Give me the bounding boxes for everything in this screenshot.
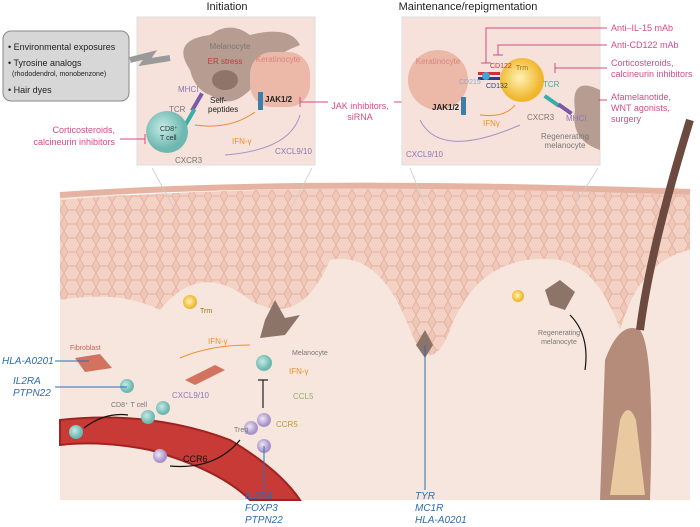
label-ccr6: CCR6 bbox=[183, 454, 208, 464]
trigger-item: • Environmental exposures bbox=[8, 42, 116, 52]
label-ifn-2: IFNγ bbox=[483, 119, 500, 128]
gene-il2ra: IL2RA bbox=[13, 376, 41, 387]
label-self-peptides: Self- bbox=[210, 96, 227, 105]
label-cxcl: CXCL9/10 bbox=[275, 147, 312, 156]
gene-melanocyte: TYR bbox=[415, 491, 435, 502]
label-mhci: MHCI bbox=[178, 85, 198, 94]
therapy-anti-il15: Anti–IL-15 mAb bbox=[611, 23, 673, 33]
therapy-corticosteroids-left: Corticosteroids, bbox=[52, 125, 115, 135]
label-treg: Treg bbox=[234, 427, 248, 434]
label-mhci-2: MHCI bbox=[566, 114, 586, 123]
label-tissue-regen-2: melanocyte bbox=[541, 339, 577, 346]
label-tissue-trm: Trm bbox=[200, 308, 212, 315]
therapy-calcineurin-left: calcineurin inhibitors bbox=[33, 137, 115, 147]
label-tissue-ifn-1: IFN-γ bbox=[208, 337, 228, 346]
label-regen-2: melanocyte bbox=[545, 141, 586, 150]
label-keratinocyte: Keratinocyte bbox=[256, 55, 301, 64]
maintenance-title: Maintenance/repigmentation bbox=[399, 1, 538, 13]
label-tcr-2: TCR bbox=[543, 80, 560, 89]
initiation-title: Initiation bbox=[207, 1, 248, 13]
maintenance-panel: Maintenance/repigmentation Keratinocyte … bbox=[399, 1, 601, 166]
label-tissue-cxcl: CXCL9/10 bbox=[172, 391, 209, 400]
trm-cell bbox=[500, 58, 544, 102]
label-ifn: IFN-γ bbox=[232, 137, 252, 146]
trigger-note: (rhododendrol, monobenzone) bbox=[12, 71, 106, 78]
melanocyte-shape bbox=[183, 27, 300, 102]
label-tissue-regen-1: Regenerating bbox=[538, 330, 580, 337]
therapy-corticosteroids-right: Corticosteroids, bbox=[611, 58, 674, 68]
gene-treg: IL2RA bbox=[245, 491, 273, 502]
trigger-item: • Tyrosine analogs bbox=[8, 58, 82, 68]
label-ccr5: CCR5 bbox=[276, 420, 298, 429]
label-trm: Trm bbox=[516, 65, 528, 72]
tissue-cells: Trm Fibroblast Melanocyte IFN-γ IFN-γ CX… bbox=[69, 280, 587, 468]
label-jak: JAK1/2 bbox=[265, 95, 293, 104]
cd8-t-cell bbox=[146, 111, 188, 153]
therapy-surgery: surgery bbox=[611, 114, 642, 124]
label-melanocyte: Melanocyte bbox=[210, 42, 251, 51]
label-cd132: CD132 bbox=[486, 83, 508, 90]
label-tissue-melanocyte: Melanocyte bbox=[292, 350, 328, 357]
label-cd8: CD8⁺ bbox=[160, 126, 178, 133]
label-tcr: TCR bbox=[169, 105, 186, 114]
gene-melanocyte: MC1R bbox=[415, 503, 443, 514]
therapy-sirna: siRNA bbox=[347, 112, 373, 122]
label-cxcr3: CXCR3 bbox=[175, 156, 203, 165]
keratinocyte-shape bbox=[250, 52, 310, 107]
label-cd215: CD215 bbox=[459, 79, 481, 86]
triggers-box: • Environmental exposures • Tyrosine ana… bbox=[2, 30, 171, 102]
label-t-cell: T cell bbox=[160, 135, 177, 142]
zoom-guides bbox=[151, 167, 599, 211]
skin-tissue bbox=[59, 118, 694, 501]
trigger-item: • Hair dyes bbox=[8, 85, 52, 95]
label-cxcr3-2: CXCR3 bbox=[527, 113, 555, 122]
label-jak-2: JAK1/2 bbox=[432, 103, 460, 112]
gene-hla: HLA-A0201 bbox=[2, 356, 54, 367]
gene-treg: PTPN22 bbox=[245, 515, 283, 526]
gene-treg: FOXP3 bbox=[245, 503, 278, 514]
therapy-jak-inhibitors: JAK inhibitors, bbox=[331, 101, 389, 111]
label-er-stress: ER stress bbox=[208, 57, 243, 66]
label-self-peptides-2: peptides bbox=[208, 105, 238, 114]
label-keratinocyte-2: Keratinocyte bbox=[416, 57, 461, 66]
label-cd122: CD122 bbox=[490, 63, 512, 70]
gene-ptpn22: PTPN22 bbox=[13, 388, 51, 399]
therapy-wnt-agonists: WNT agonists, bbox=[611, 103, 670, 113]
therapy-anti-cd122: Anti-CD122 mAb bbox=[611, 40, 679, 50]
label-tissue-cd8: CD8⁺ T cell bbox=[111, 402, 148, 409]
label-fibroblast: Fibroblast bbox=[70, 345, 101, 352]
gene-melanocyte: HLA-A0201 bbox=[415, 515, 467, 526]
label-ccl5: CCL5 bbox=[293, 392, 314, 401]
label-cxcl-2: CXCL9/10 bbox=[406, 150, 443, 159]
label-tissue-ifn-2: IFN-γ bbox=[289, 367, 309, 376]
therapy-calcineurin-right: calcineurin inhibitors bbox=[611, 69, 693, 79]
label-regen-1: Regenerating bbox=[541, 132, 589, 141]
initiation-panel: Initiation Melanocyte ER stress Keratino… bbox=[136, 1, 316, 166]
therapy-afamelanotide: Afamelanotide, bbox=[611, 92, 671, 102]
